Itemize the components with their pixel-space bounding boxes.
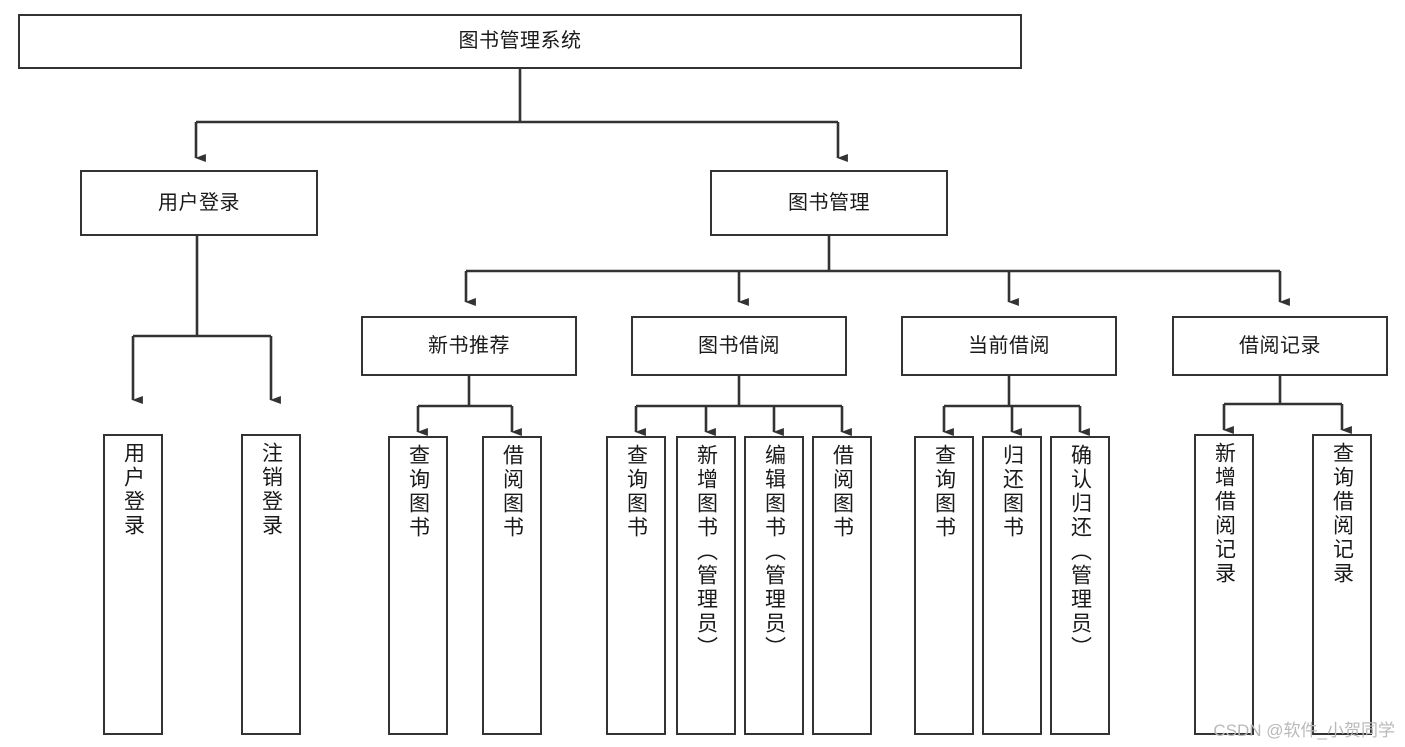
leaf-query-book-1[interactable]: 查询图书: [388, 436, 448, 735]
leaf-borrow-book-1[interactable]: 借阅图书: [482, 436, 542, 735]
node-new-book-recommend[interactable]: 新书推荐: [361, 316, 577, 376]
node-user-login[interactable]: 用户登录: [80, 170, 318, 236]
leaf-query-record[interactable]: 查询借阅记录: [1312, 434, 1372, 735]
leaf-logout-label: 注销登录: [259, 442, 283, 538]
node-root-label: 图书管理系统: [458, 30, 582, 53]
leaf-confirm-return-label: 确认归还（管理员）: [1068, 444, 1092, 660]
node-book-borrow[interactable]: 图书借阅: [631, 316, 847, 376]
leaf-return-book-label: 归还图书: [1000, 444, 1024, 540]
leaf-borrow-book-2[interactable]: 借阅图书: [812, 436, 872, 735]
leaf-add-record-label: 新增借阅记录: [1212, 442, 1236, 586]
leaf-return-book[interactable]: 归还图书: [982, 436, 1042, 735]
leaf-borrow-book-1-label: 借阅图书: [500, 444, 524, 540]
leaf-query-book-3[interactable]: 查询图书: [914, 436, 974, 735]
node-current-borrow-label: 当前借阅: [968, 334, 1050, 357]
leaf-query-record-label: 查询借阅记录: [1330, 442, 1354, 586]
node-current-borrow[interactable]: 当前借阅: [901, 316, 1117, 376]
node-borrow-record-label: 借阅记录: [1239, 334, 1321, 357]
leaf-edit-book-label: 编辑图书（管理员）: [762, 444, 786, 660]
leaf-confirm-return[interactable]: 确认归还（管理员）: [1050, 436, 1110, 735]
node-book-management[interactable]: 图书管理: [710, 170, 948, 236]
leaf-user-login-label: 用户登录: [121, 442, 145, 538]
leaf-query-book-1-label: 查询图书: [406, 444, 430, 540]
leaf-borrow-book-2-label: 借阅图书: [830, 444, 854, 540]
leaf-add-book[interactable]: 新增图书（管理员）: [676, 436, 736, 735]
leaf-query-book-2[interactable]: 查询图书: [606, 436, 666, 735]
node-new-book-recommend-label: 新书推荐: [428, 334, 510, 357]
node-root[interactable]: 图书管理系统: [18, 14, 1022, 69]
leaf-add-book-label: 新增图书（管理员）: [694, 444, 718, 660]
leaf-query-book-2-label: 查询图书: [624, 444, 648, 540]
leaf-edit-book[interactable]: 编辑图书（管理员）: [744, 436, 804, 735]
leaf-logout[interactable]: 注销登录: [241, 434, 301, 735]
node-book-borrow-label: 图书借阅: [698, 334, 780, 357]
node-book-management-label: 图书管理: [788, 191, 870, 214]
leaf-user-login[interactable]: 用户登录: [103, 434, 163, 735]
node-borrow-record[interactable]: 借阅记录: [1172, 316, 1388, 376]
leaf-add-record[interactable]: 新增借阅记录: [1194, 434, 1254, 735]
node-user-login-label: 用户登录: [158, 191, 240, 214]
leaf-query-book-3-label: 查询图书: [932, 444, 956, 540]
